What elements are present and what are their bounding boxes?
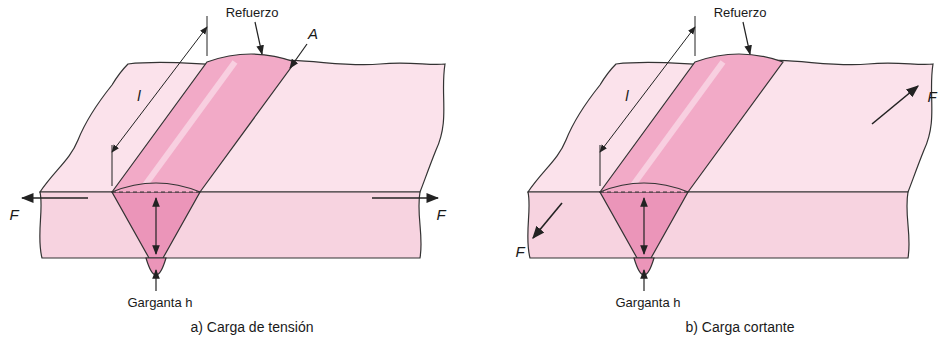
- force-arrow: [533, 203, 562, 238]
- dimension-label: l: [137, 87, 140, 105]
- leader-line: [290, 44, 307, 68]
- part-label: A: [308, 25, 318, 43]
- butt-weld-shear: [528, 16, 933, 291]
- butt-weld-tension: [40, 16, 445, 291]
- part-label: Garganta h: [127, 295, 192, 311]
- caption: b) Carga cortante: [686, 319, 795, 336]
- force-label: F: [9, 206, 18, 224]
- force-arrow: [872, 86, 918, 124]
- force-label: F: [436, 206, 445, 224]
- part-label: Refuerzo: [714, 5, 767, 21]
- part-label: Refuerzo: [226, 5, 279, 21]
- force-arrow: [22, 197, 88, 199]
- force-arrow: [372, 197, 438, 199]
- force-label: F: [927, 88, 936, 106]
- force-label: F: [515, 243, 524, 261]
- dimension-label: l: [625, 87, 628, 105]
- part-label: Garganta h: [615, 295, 680, 311]
- caption: a) Carga de tensión: [191, 319, 314, 336]
